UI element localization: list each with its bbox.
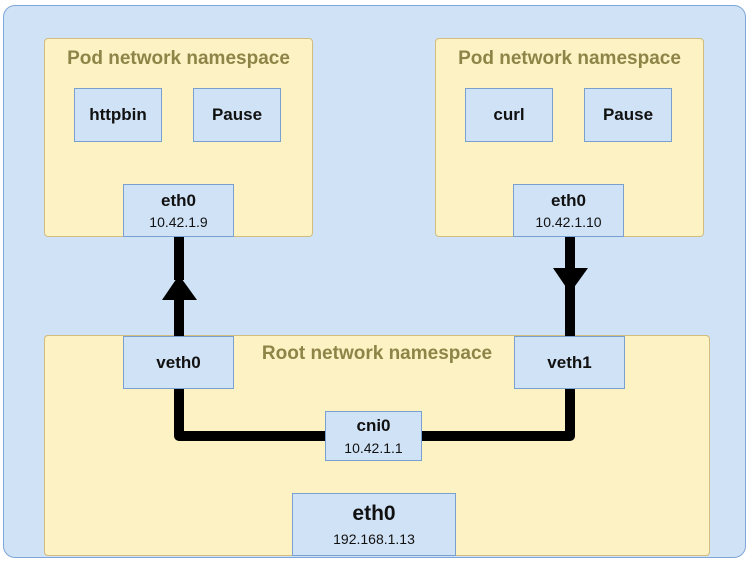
container-httpbin: httpbin (74, 88, 162, 142)
host-eth0: eth0 192.168.1.13 (292, 493, 456, 556)
root-veth0-label: veth0 (156, 352, 201, 372)
arrow-up-head (162, 275, 197, 300)
container-curl: curl (465, 88, 553, 142)
pod-namespace-left-title: Pod network namespace (67, 48, 290, 69)
pod-left-eth0-name: eth0 (161, 190, 196, 210)
pod-left-eth0: eth0 10.42.1.9 (123, 184, 234, 237)
pod-right-eth0: eth0 10.42.1.10 (513, 184, 624, 237)
pod-right-eth0-name: eth0 (551, 190, 586, 210)
container-httpbin-label: httpbin (89, 105, 147, 125)
container-pause-right-label: Pause (602, 105, 654, 125)
bridge-cni0-name: cni0 (356, 416, 391, 436)
pod-left-eth0-ip: 10.42.1.9 (149, 214, 208, 231)
container-curl-label: curl (493, 105, 525, 125)
bridge-cni0: cni0 10.42.1.1 (325, 411, 422, 461)
arrow-down-head (553, 268, 588, 293)
container-pause-left: Pause (193, 88, 281, 142)
root-link-right (420, 388, 575, 441)
root-link-left (174, 388, 330, 441)
container-pause-right: Pause (584, 88, 672, 142)
root-namespace-title: Root network namespace (261, 343, 493, 364)
root-veth1-label: veth1 (547, 352, 592, 372)
bridge-cni0-ip: 10.42.1.1 (344, 439, 403, 456)
pod-right-eth0-ip: 10.42.1.10 (535, 214, 602, 231)
container-pause-left-label: Pause (211, 105, 263, 125)
root-veth0: veth0 (123, 336, 234, 389)
root-veth1: veth1 (514, 336, 625, 389)
pod-namespace-right-title: Pod network namespace (458, 48, 681, 69)
host-eth0-name: eth0 (352, 502, 396, 526)
host-eth0-ip: 192.168.1.13 (333, 530, 415, 547)
